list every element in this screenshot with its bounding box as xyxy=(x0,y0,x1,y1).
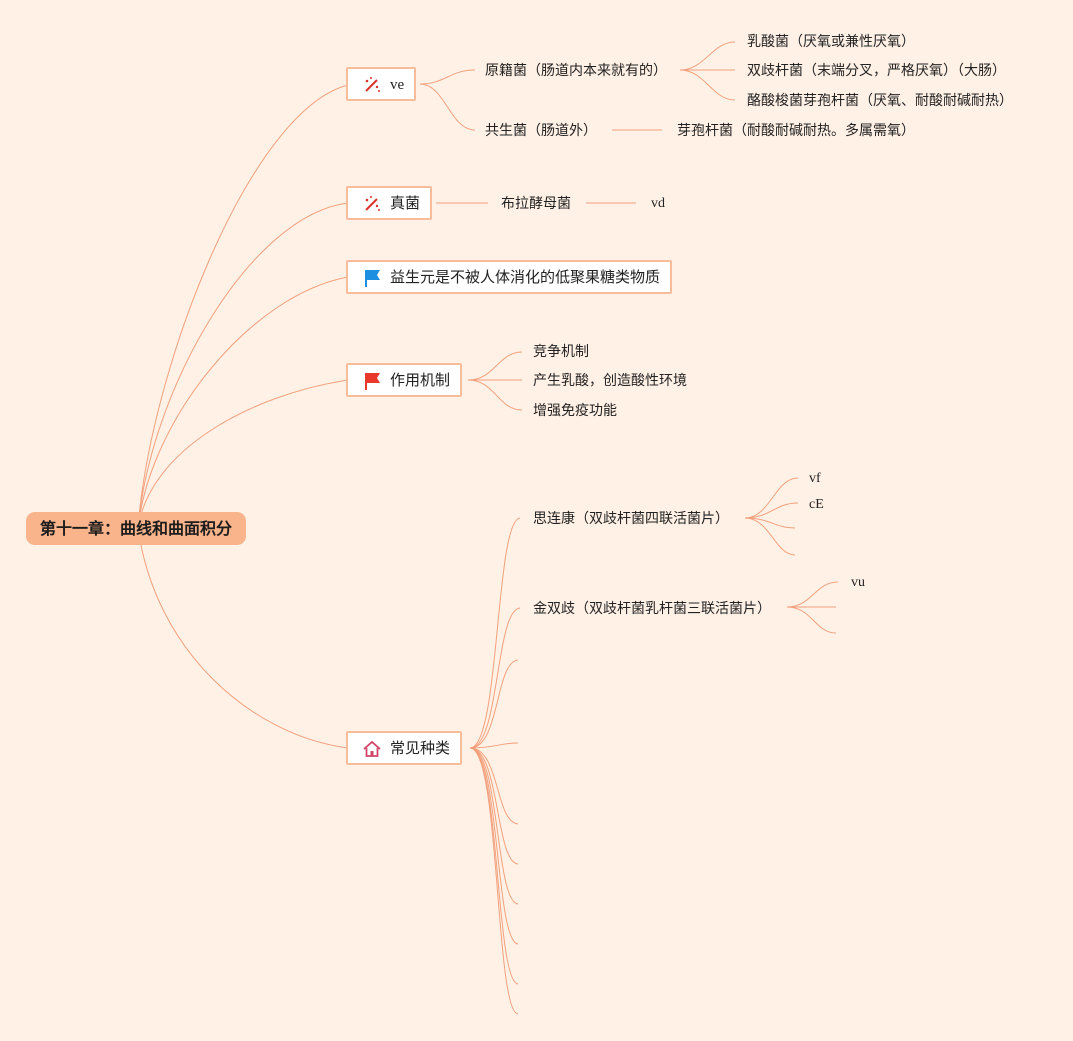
topic-mechanism[interactable]: 作用机制 xyxy=(346,363,463,397)
leaf-bacillus[interactable]: 芽孢杆菌（耐酸耐碱耐热。多属需氧） xyxy=(677,123,915,139)
subtopic-saccharomyces[interactable]: 布拉酵母菌 xyxy=(501,196,571,212)
topic-ve[interactable]: ve xyxy=(346,67,417,101)
topic-fungi[interactable]: 真菌 xyxy=(346,186,433,220)
topic-prebiotic[interactable]: 益生元是不被人体消化的低聚果糖类物质 xyxy=(346,260,673,294)
magic-wand-icon xyxy=(365,196,380,211)
topic-label: 益生元是不被人体消化的低聚果糖类物质 xyxy=(390,268,661,286)
leaf-cE[interactable]: cE xyxy=(809,497,824,512)
magic-wand-icon xyxy=(365,77,380,92)
topic-label: 真菌 xyxy=(390,194,421,212)
leaf-vd[interactable]: vd xyxy=(651,196,665,211)
topic-label: 作用机制 xyxy=(390,371,451,389)
leaf-bifidobacterium[interactable]: 双歧杆菌（末端分叉，严格厌氧）（大肠） xyxy=(747,63,1006,79)
leaf-competition[interactable]: 竞争机制 xyxy=(533,344,589,360)
subtopic-symbiotic[interactable]: 共生菌（肠道外） xyxy=(485,123,597,139)
leaf-vf[interactable]: vf xyxy=(809,471,821,486)
topic-label: ve xyxy=(390,77,405,93)
subtopic-silian-kang[interactable]: 思连康（双歧杆菌四联活菌片） xyxy=(533,511,729,527)
leaf-lactic-acid[interactable]: 产生乳酸，创造酸性环境 xyxy=(533,373,687,389)
house-icon xyxy=(363,740,381,757)
leaf-immunity[interactable]: 增强免疫功能 xyxy=(533,403,617,419)
red-flag-icon xyxy=(365,373,380,390)
leaf-vu[interactable]: vu xyxy=(851,575,865,590)
topic-label: 常见种类 xyxy=(390,739,451,757)
leaf-lactobacillus[interactable]: 乳酸菌（厌氧或兼性厌氧） xyxy=(747,34,915,50)
topic-common-types[interactable]: 常见种类 xyxy=(346,731,463,765)
root-topic[interactable]: 第十一章：曲线和曲面积分 xyxy=(26,512,246,545)
blue-flag-icon xyxy=(365,270,380,287)
leaf-clostridium-butyricum[interactable]: 酪酸梭菌芽孢杆菌（厌氧、耐酸耐碱耐热） xyxy=(747,93,1013,109)
subtopic-native-flora[interactable]: 原籍菌（肠道内本来就有的） xyxy=(485,63,667,79)
subtopic-jin-shuangqi[interactable]: 金双歧（双歧杆菌乳杆菌三联活菌片） xyxy=(533,601,771,617)
